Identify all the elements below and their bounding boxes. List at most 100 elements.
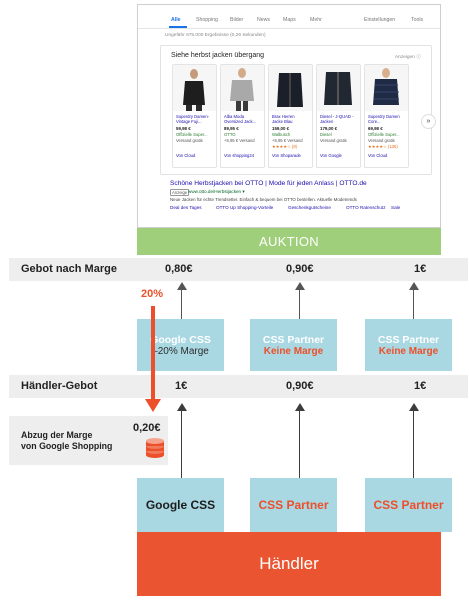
bid-after-margin-label: Gebot nach Marge <box>21 263 117 275</box>
up-arrow <box>295 282 305 319</box>
merchant-bid-band: Händler-Gebot 1€ 0,90€ 1€ <box>9 375 468 398</box>
shopping-heading: Siehe herbst jacken übergang <box>171 52 265 59</box>
product-css-link[interactable]: Von Google <box>320 153 342 158</box>
google-css-box: Google CSS <box>137 478 224 532</box>
margin-arrow-head <box>145 399 161 412</box>
product-price: 59,98 € <box>176 126 191 131</box>
product-css-link[interactable]: Von Cloud <box>368 153 388 158</box>
tab-tools[interactable]: Tools <box>411 17 424 23</box>
product-image <box>365 65 408 111</box>
product-shop: OTTO <box>224 132 236 137</box>
merchant-bid-css-partner-1: 0,90€ <box>286 380 314 392</box>
tab-maps[interactable]: Maps <box>283 17 296 23</box>
box-title: CSS Partner <box>377 334 440 346</box>
product-price: 159,00 € <box>272 126 290 131</box>
ad-badge: Anzeige <box>170 189 190 196</box>
product-title[interactable]: Superdry Damen- Vintage Fuji... <box>176 114 210 124</box>
auction-bar: AUKTION <box>137 228 441 255</box>
product-css-link[interactable]: Von Shoparade <box>272 153 301 158</box>
product-image <box>221 65 264 111</box>
css-partner-margin-box: CSS Partner Keine Marge <box>250 319 337 371</box>
product-price: 69,98 € <box>368 126 383 131</box>
google-serp-screenshot: Alle Shopping Bilder News Maps Mehr Eins… <box>137 4 441 228</box>
merchant-bar: Händler <box>137 532 441 596</box>
margin-deduction-box: Abzug der Marge von Google Shopping 0,20… <box>9 416 168 465</box>
css-partner-box: CSS Partner <box>250 478 337 532</box>
product-shipping: Versand gratis <box>368 138 395 143</box>
margin-arrow <box>151 306 155 401</box>
coin-stack-icon <box>146 438 164 458</box>
product-price: 179,00 € <box>320 126 338 131</box>
merchant-bid-css-partner-2: 1€ <box>414 380 427 392</box>
product-rating: ★★★★☆ (136) <box>368 144 398 149</box>
product-card[interactable]: Diesel - J-QUAD - Jacken 179,00 € Diesel… <box>316 64 361 168</box>
css-partner-margin-box: CSS Partner Keine Marge <box>365 319 452 371</box>
text-ad-description: Neue Jacken für echte Trendsetter. Einfa… <box>170 197 357 202</box>
product-shop: Offizielle Super... <box>176 132 208 137</box>
product-title[interactable]: Alba Moda Oversized Jack... <box>224 114 257 124</box>
box-label: Google CSS <box>145 498 216 512</box>
up-arrow <box>409 282 419 319</box>
css-partner-box: CSS Partner <box>365 478 452 532</box>
product-title[interactable]: Brax Herren Jacke Blau <box>272 114 295 124</box>
merchant-bid-label: Händler-Gebot <box>21 380 98 392</box>
product-shipping: Versand gratis <box>176 138 203 143</box>
product-css-link[interactable]: Von shopping24 <box>224 153 255 158</box>
product-image <box>173 65 216 111</box>
product-css-link[interactable]: Von Cloud <box>176 153 196 158</box>
up-arrow <box>409 403 419 478</box>
tab-news[interactable]: News <box>257 17 270 23</box>
next-products-button[interactable]: » <box>421 114 436 129</box>
product-card[interactable]: Alba Moda Oversized Jack... 89,95 € OTTO… <box>220 64 265 168</box>
result-stats: Ungefähr 675.000 Ergebnisse (0,26 Sekund… <box>165 33 266 38</box>
active-tab-indicator <box>169 26 187 28</box>
product-shipping: Versand gratis <box>320 138 347 143</box>
sitelink[interactable]: OTTO Ratenschutz <box>346 205 386 210</box>
tab-einstellungen[interactable]: Einstellungen <box>364 17 396 23</box>
bid-value-css-partner-1: 0,90€ <box>286 263 314 275</box>
product-shipping: +5,95 € Versand <box>224 138 255 143</box>
product-image <box>269 65 312 111</box>
product-title[interactable]: Superdry Damen Core... <box>368 114 400 124</box>
box-subtitle: Keine Marge <box>378 346 439 357</box>
tab-mehr[interactable]: Mehr <box>310 17 322 23</box>
sitelink[interactable]: Sale <box>391 205 401 210</box>
sitelink[interactable]: Deal des Tages <box>170 205 202 210</box>
box-title: CSS Partner <box>262 334 325 346</box>
product-shop: Walbusch <box>272 132 291 137</box>
box-subtitle: –20% Marge <box>152 346 209 357</box>
shopping-ads-box: Siehe herbst jacken übergang Anzeigen ⓘ … <box>160 45 436 175</box>
product-price: 89,95 € <box>224 126 239 131</box>
tab-bilder[interactable]: Bilder <box>230 17 244 23</box>
product-shipping: +5,95 € Versand <box>272 138 303 143</box>
product-image <box>317 65 360 111</box>
product-card[interactable]: Superdry Damen Core... 69,98 € Offiziell… <box>364 64 409 168</box>
bid-after-margin-band: Gebot nach Marge 0,80€ 0,90€ 1€ <box>9 258 468 281</box>
tab-shopping[interactable]: Shopping <box>196 17 218 23</box>
tab-alle[interactable]: Alle <box>171 17 181 23</box>
product-card[interactable]: Brax Herren Jacke Blau 159,00 € Walbusch… <box>268 64 313 168</box>
box-subtitle: Keine Marge <box>263 346 324 357</box>
bid-value-google-css: 0,80€ <box>165 263 193 275</box>
text-ad-title[interactable]: Schöne Herbstjacken bei OTTO | Mode für … <box>170 180 367 187</box>
box-label: CSS Partner <box>373 498 444 512</box>
text-ad-url[interactable]: www.otto.de/Herbstjacken ▾ <box>188 189 245 194</box>
up-arrow <box>177 403 187 478</box>
sitelink[interactable]: Geschenkgutscheine <box>288 205 331 210</box>
sitelink[interactable]: OTTO Up Shopping-Vorteile <box>216 205 274 210</box>
product-rating: ★★★★☆ (8) <box>272 144 298 149</box>
margin-percent-label: 20% <box>141 288 164 300</box>
bid-value-css-partner-2: 1€ <box>414 263 427 275</box>
box-title: Google CSS <box>150 334 211 346</box>
margin-deduction-label: Abzug der Marge von Google Shopping <box>21 430 113 451</box>
up-arrow <box>295 403 305 478</box>
ads-label: Anzeigen ⓘ <box>394 55 421 60</box>
merchant-bid-google-css: 1€ <box>175 380 188 392</box>
divider <box>138 28 440 29</box>
product-card[interactable]: Superdry Damen- Vintage Fuji... 59,98 € … <box>172 64 217 168</box>
product-shop: Offizielle Super... <box>368 132 400 137</box>
product-title[interactable]: Diesel - J-QUAD - Jacken <box>320 114 354 124</box>
box-label: CSS Partner <box>258 498 329 512</box>
up-arrow <box>177 282 187 319</box>
margin-deduction-value: 0,20€ <box>133 422 161 434</box>
